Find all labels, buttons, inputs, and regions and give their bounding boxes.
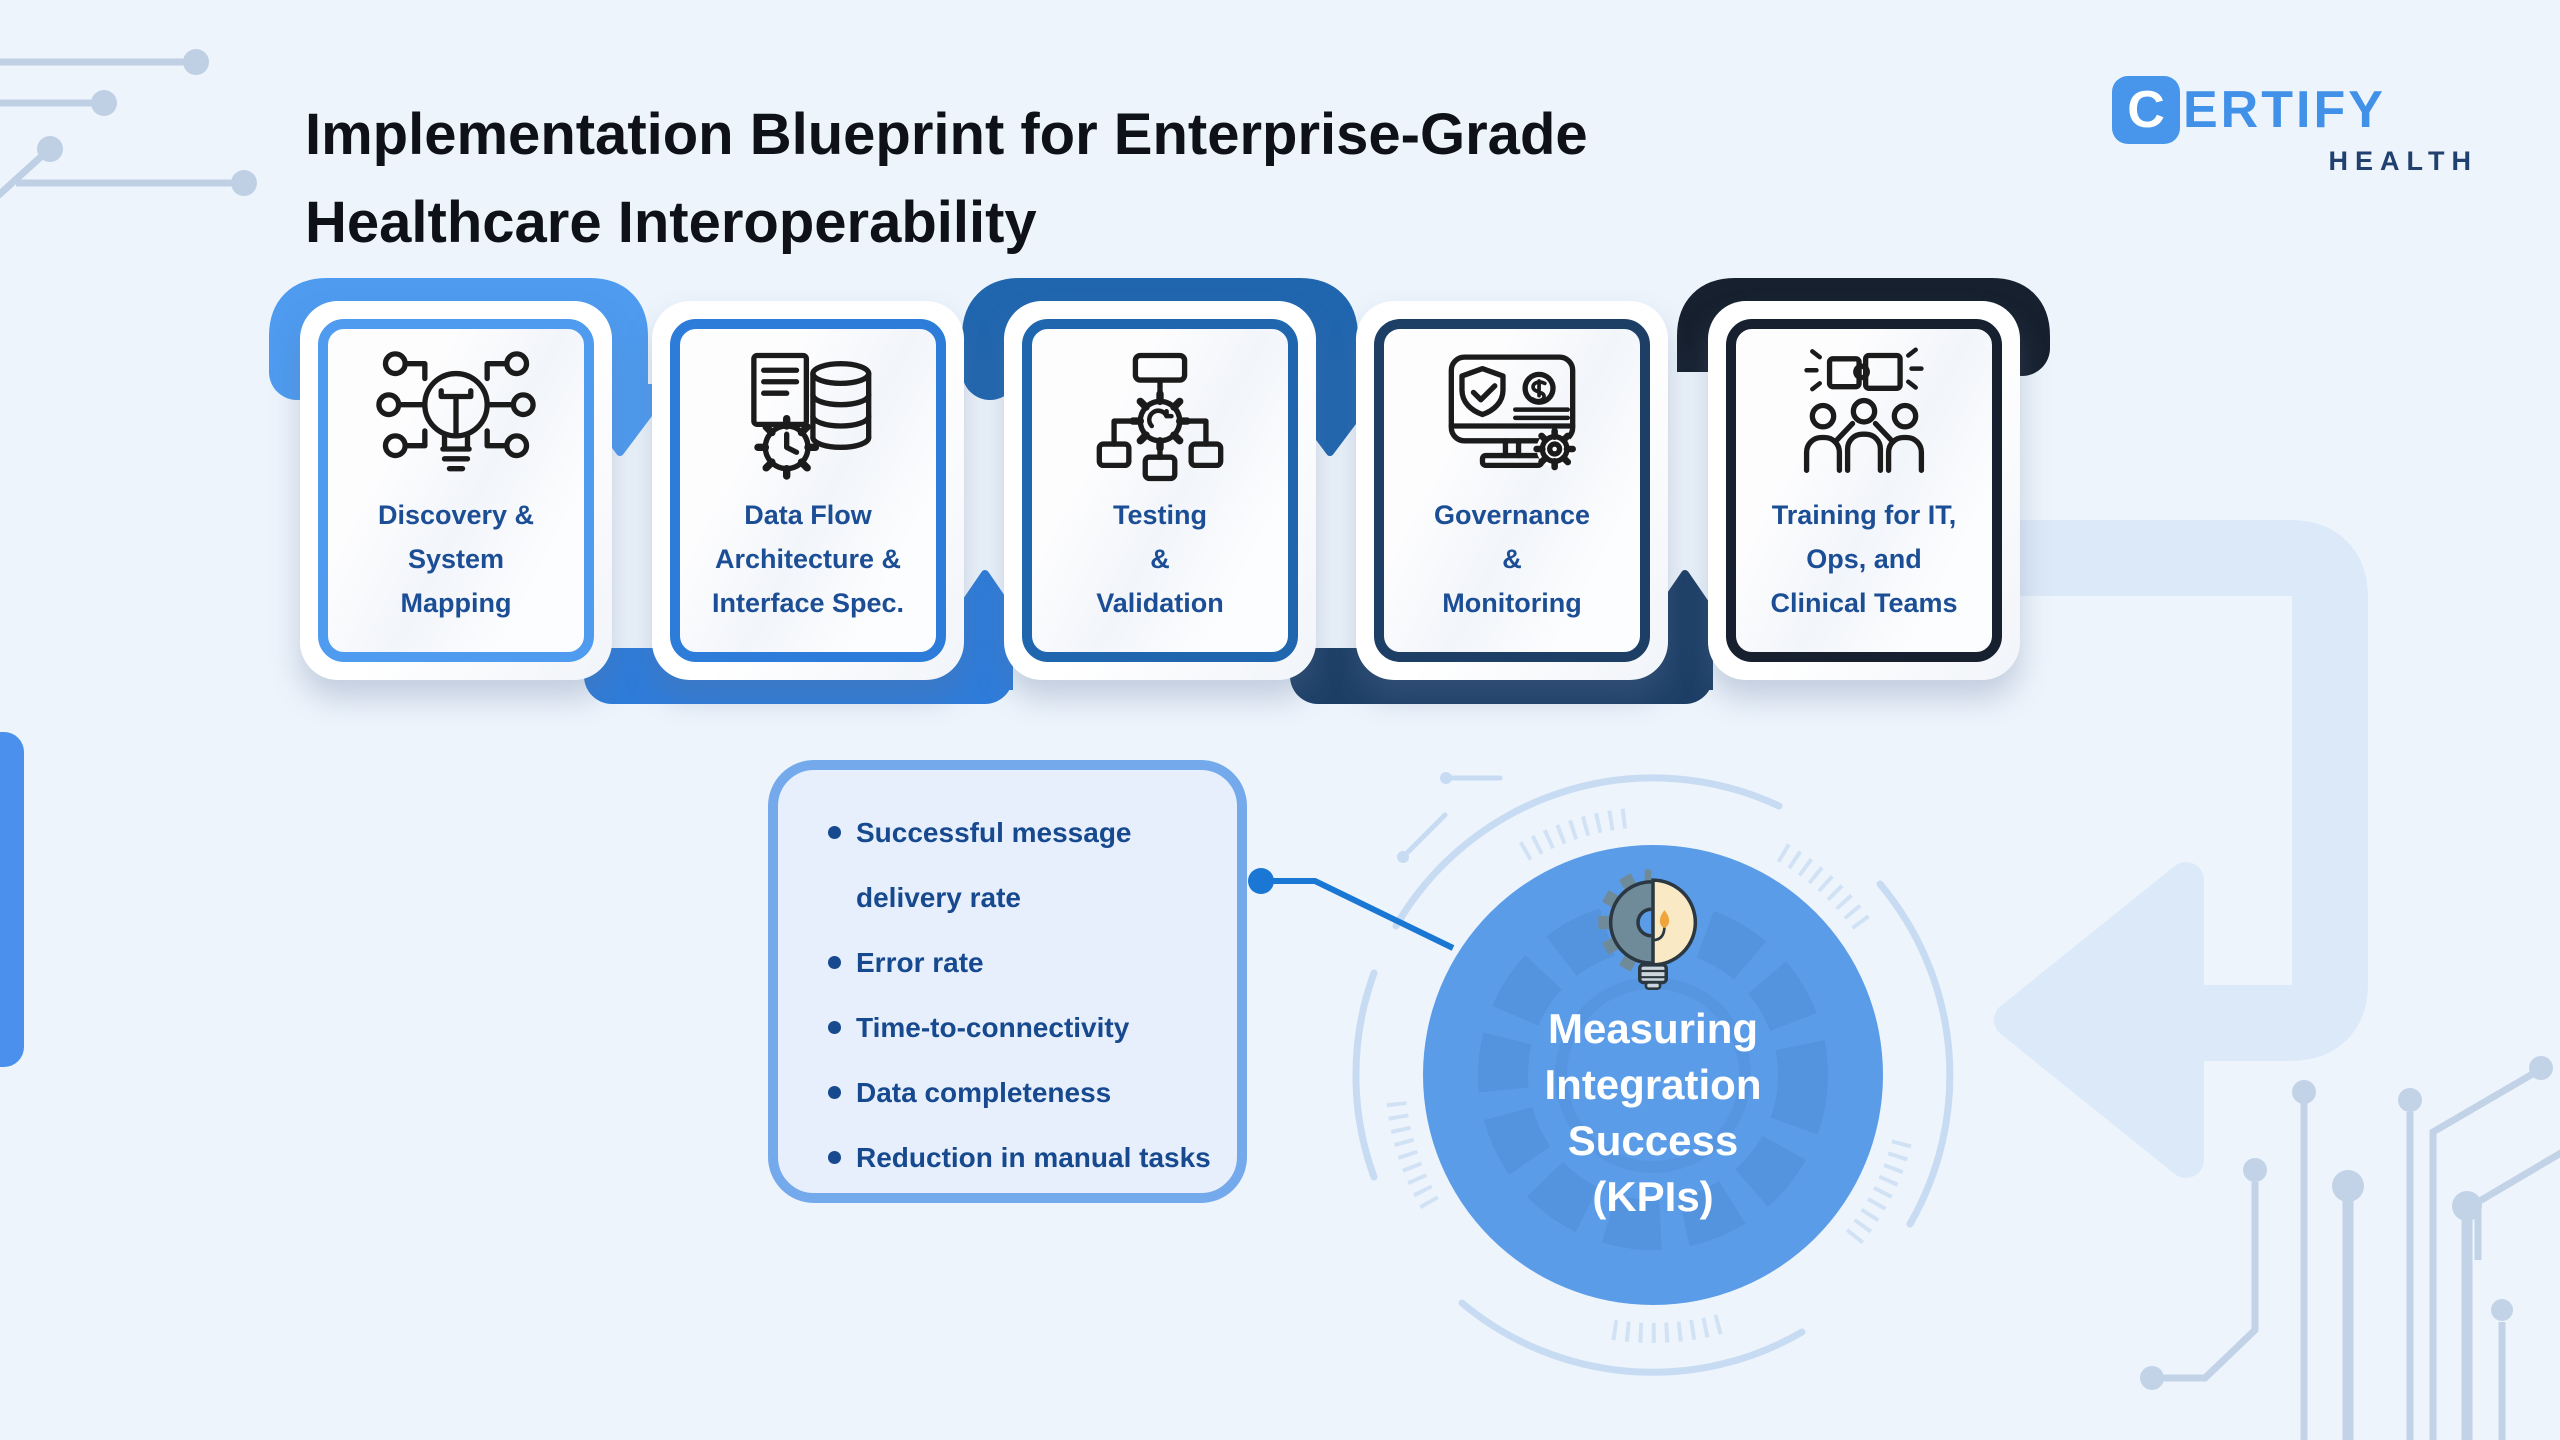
kpi-list-item: Successful message delivery rate [824,800,1229,930]
step-label: Training for IT, Ops, and Clinical Teams [1770,500,1958,618]
kpi-item-text: Time-to-connectivity [856,1012,1130,1043]
return-loop-arrow [1994,520,2368,1178]
kpi-circle-label: Measuring Integration Success (KPIs) [1544,1005,1762,1220]
kpi-list-box: Successful message delivery rate Error r… [768,760,1247,1203]
step-card-testing-frame: Testing & Validation [1022,319,1298,662]
team-puzzle-icon [1803,347,1925,473]
step-card-data-flow-frame: Data Flow Architecture & Interface Spec. [670,319,946,662]
circuit-decor-bottom-right [2140,1056,2560,1440]
kpi-list-item: Time-to-connectivity [824,995,1229,1060]
logo-initial: C [2127,81,2165,139]
step-card-governance: Governance & Monitoring [1356,301,1668,680]
kpi-item-text: Error rate [856,947,984,978]
kpi-circle-arcs [1352,772,1954,1376]
step-label: Discovery & System Mapping [377,500,535,618]
flowchart-sync-gear-icon [1096,352,1224,482]
circuit-decor-top-left [0,49,257,199]
logo-brand-text: ERTIFY [2183,81,2386,139]
step-card-training: Training for IT, Ops, and Clinical Teams [1708,301,2020,680]
monitor-shield-finance-icon [1448,354,1576,471]
kpi-item-text: Successful message delivery rate [856,817,1132,913]
page-title: Implementation Blueprint for Enterprise-… [305,101,1588,255]
step-card-governance-frame: Governance & Monitoring [1374,319,1650,662]
kpi-list-item: Error rate [824,930,1229,995]
step-card-discovery-frame: Discovery & System Mapping [318,319,594,662]
kpi-list: Successful message delivery rate Error r… [824,800,1229,1190]
step-label: Testing & Validation [1096,500,1224,618]
kpi-circle: Measuring Integration Success (KPIs) [1423,845,1883,1305]
logo-sub-text: HEALTH [2328,146,2478,176]
kpi-connector-dot [1248,868,1274,894]
left-edge-tab [0,732,24,1067]
kpi-list-item: Data completeness [824,1060,1229,1125]
step-card-discovery: Discovery & System Mapping [300,301,612,680]
kpi-list-item: Reduction in manual tasks [824,1125,1229,1190]
kpi-item-text: Reduction in manual tasks [856,1142,1211,1173]
step-card-testing: Testing & Validation [1004,301,1316,680]
kpi-connector [1248,868,1455,951]
gear-lightbulb-icon [1598,869,1698,990]
network-lightbulb-icon [376,351,536,472]
step-label: Governance & Monitoring [1433,500,1591,618]
step-card-training-frame: Training for IT, Ops, and Clinical Teams [1726,319,2002,662]
kpi-item-text: Data completeness [856,1077,1112,1108]
step-card-data-flow: Data Flow Architecture & Interface Spec. [652,301,964,680]
logo-c-tile-icon: C [2112,76,2180,144]
step-label: Data Flow Architecture & Interface Spec. [711,500,905,618]
certify-health-logo: C ERTIFY HEALTH [2112,76,2478,177]
document-database-gear-icon [751,352,872,480]
